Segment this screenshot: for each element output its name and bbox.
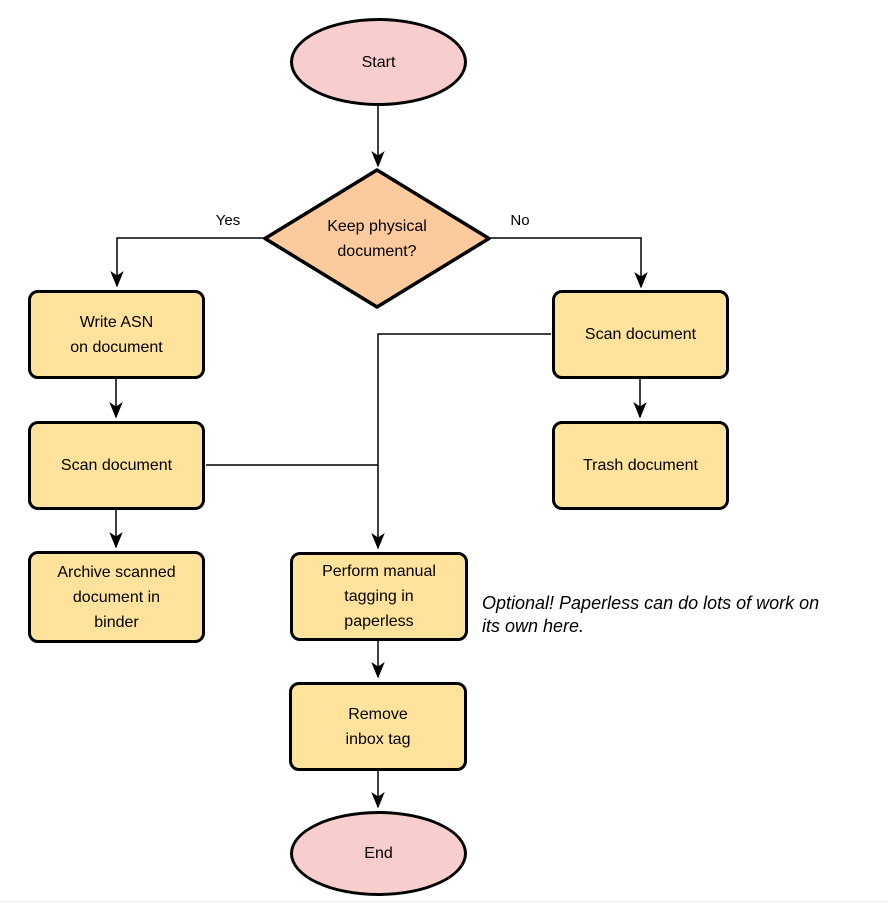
decision-diamond-shape <box>263 168 491 309</box>
node-start: Start <box>290 18 467 106</box>
node-scan-document-left-label: Scan document <box>60 457 173 474</box>
node-decision-label: Keep physical document? <box>327 217 427 260</box>
node-scan-document-right-label: Scan document <box>584 326 697 343</box>
node-archive-in-binder-label: Archive scanned document in binder <box>57 563 176 631</box>
connector-decision-yes-to-write-asn <box>110 237 265 288</box>
node-trash-document: Trash document <box>552 421 729 510</box>
node-end: End <box>290 811 467 896</box>
node-remove-inbox-tag-label: Remove inbox tag <box>345 705 411 748</box>
node-write-asn-label: Write ASN on document <box>70 313 163 356</box>
optional-note: Optional! Paperless can do lots of work … <box>482 593 820 636</box>
node-end-label: End <box>364 845 393 862</box>
node-remove-inbox-tag: Remove inbox tag <box>289 682 467 771</box>
node-start-label: Start <box>361 53 396 71</box>
node-write-asn: Write ASN on document <box>28 290 205 379</box>
node-trash-document-label: Trash document <box>582 457 698 474</box>
connector-decision-no-to-scan-right <box>489 237 648 289</box>
edge-label-no: No <box>510 212 530 229</box>
node-manual-tagging-label: Perform manual tagging in paperless <box>322 563 436 630</box>
node-scan-document-left: Scan document <box>28 421 205 510</box>
edge-label-yes: Yes <box>215 212 241 229</box>
node-archive-in-binder: Archive scanned document in binder <box>28 551 205 643</box>
connector-scan-right-to-tagging <box>371 333 551 550</box>
bottom-divider-line <box>0 901 888 902</box>
node-manual-tagging: Perform manual tagging in paperless <box>290 552 468 641</box>
node-scan-document-right: Scan document <box>552 290 729 379</box>
node-decision-label-wrap: Keep physical document? <box>277 170 477 307</box>
